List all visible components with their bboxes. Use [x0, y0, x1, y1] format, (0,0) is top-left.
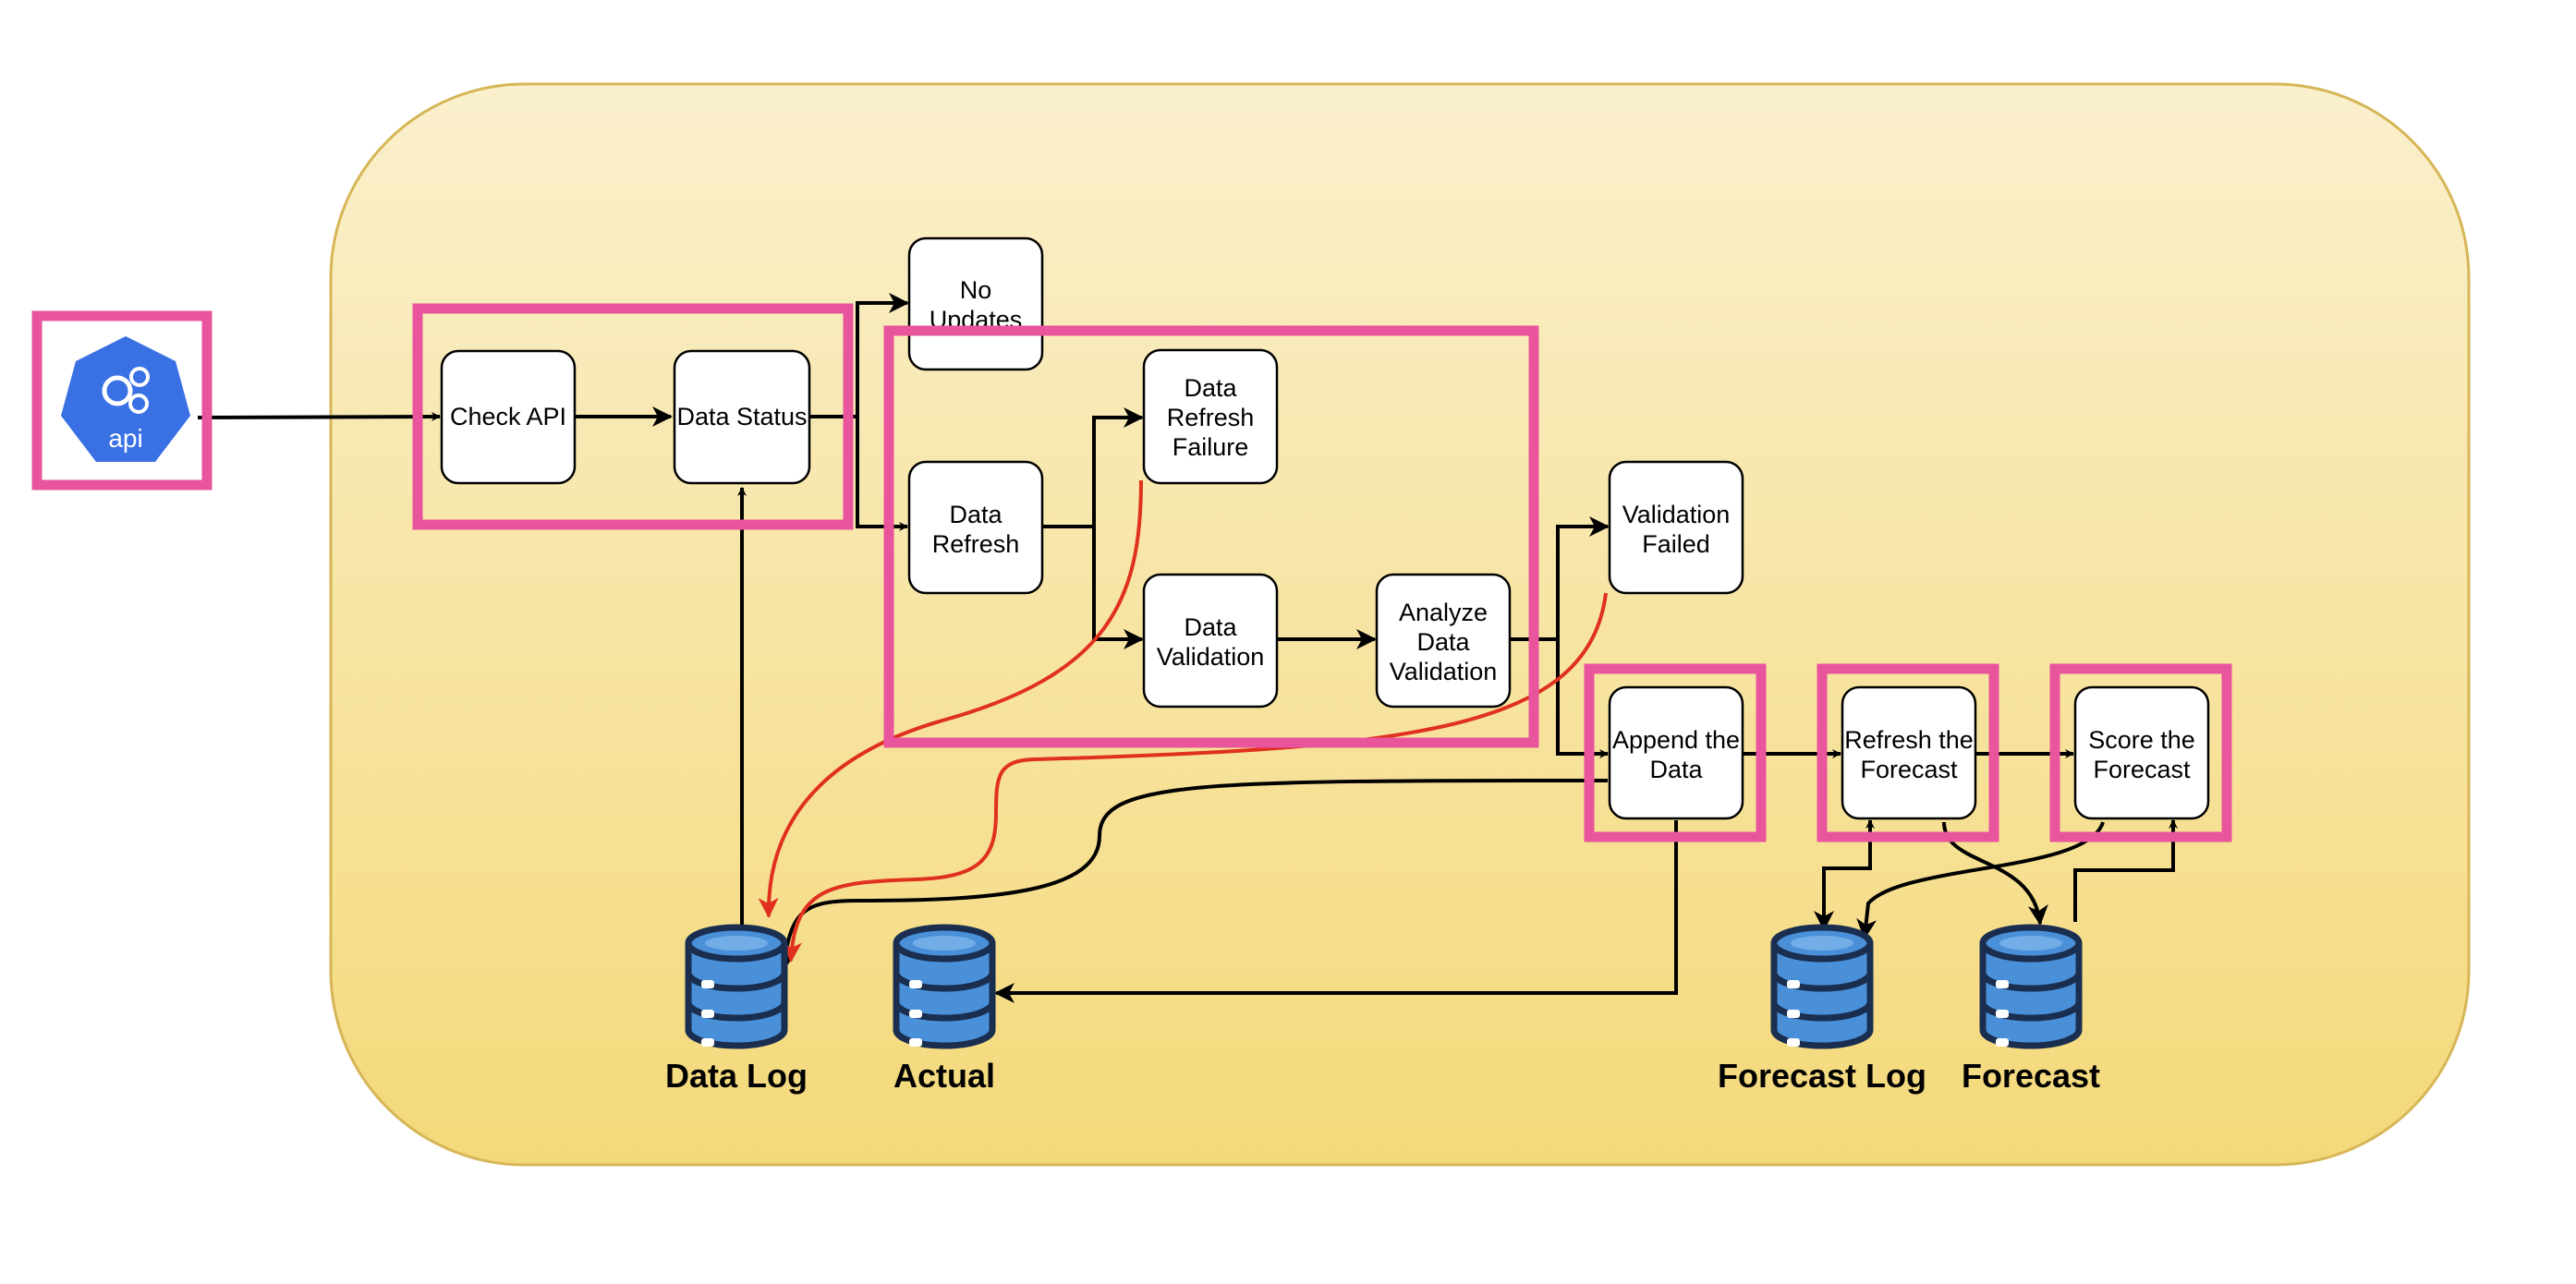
database-forecast-log: Forecast Log — [1718, 927, 1926, 1095]
api-icon: api — [61, 336, 190, 462]
svg-text:Validation: Validation — [1622, 501, 1731, 528]
node-append-the-data: Append the Data — [1608, 685, 1744, 820]
svg-text:Data: Data — [949, 501, 1002, 528]
highlight-api — [31, 310, 213, 491]
svg-text:Forecast: Forecast — [2093, 756, 2191, 783]
node-no-updates: No Updates — [907, 236, 1044, 371]
node-data-refresh-failure: Data Refresh Failure — [1142, 348, 1279, 485]
node-refresh-the-forecast: Refresh the Forecast — [1841, 685, 1977, 820]
node-data-status: Data Status — [673, 349, 811, 485]
node-data-refresh: Data Refresh — [907, 460, 1044, 595]
highlight-score-forecast — [2049, 663, 2232, 842]
node-validation-failed: Validation Failed — [1608, 460, 1744, 595]
svg-text:Forecast: Forecast — [1962, 1057, 2100, 1095]
highlight-check-stage — [412, 303, 854, 530]
svg-text:Forecast Log: Forecast Log — [1718, 1057, 1926, 1095]
svg-text:Data: Data — [1184, 374, 1237, 402]
svg-text:Refresh the: Refresh the — [1844, 726, 1974, 754]
node-score-the-forecast: Score the Forecast — [2073, 685, 2210, 820]
svg-text:No: No — [960, 276, 992, 304]
error-connectors — [758, 479, 1608, 963]
highlight-frames — [31, 303, 2232, 842]
svg-text:Data: Data — [1416, 628, 1470, 656]
svg-text:Failed: Failed — [1642, 530, 1710, 558]
svg-text:Analyze: Analyze — [1399, 599, 1488, 626]
node-analyze-data-validation: Analyze Data Validation — [1375, 573, 1512, 709]
highlight-refresh-validation-stage — [883, 325, 1539, 748]
svg-text:Data Log: Data Log — [665, 1057, 808, 1095]
svg-text:Actual: Actual — [893, 1057, 995, 1095]
svg-text:Failure: Failure — [1173, 433, 1249, 461]
database-actual: Actual — [893, 927, 995, 1095]
svg-text:Append the: Append the — [1612, 726, 1740, 754]
svg-text:Validation: Validation — [1157, 643, 1265, 671]
svg-text:Data Status: Data Status — [676, 403, 807, 430]
svg-text:Score the: Score the — [2088, 726, 2195, 754]
svg-text:Validation: Validation — [1390, 658, 1498, 685]
svg-text:Data: Data — [1184, 613, 1237, 641]
node-check-api: Check API — [440, 349, 577, 485]
svg-text:Refresh: Refresh — [932, 530, 1020, 558]
svg-text:Forecast: Forecast — [1860, 756, 1958, 783]
database-forecast: Forecast — [1962, 927, 2100, 1095]
api-label: api — [108, 424, 142, 453]
svg-text:Data: Data — [1649, 756, 1703, 783]
highlight-refresh-forecast — [1817, 663, 1999, 842]
svg-text:Refresh: Refresh — [1167, 404, 1255, 431]
database-data-log: Data Log — [665, 927, 808, 1095]
svg-text:Check API: Check API — [450, 403, 566, 430]
node-data-validation: Data Validation — [1142, 573, 1279, 709]
highlight-append — [1584, 663, 1767, 842]
